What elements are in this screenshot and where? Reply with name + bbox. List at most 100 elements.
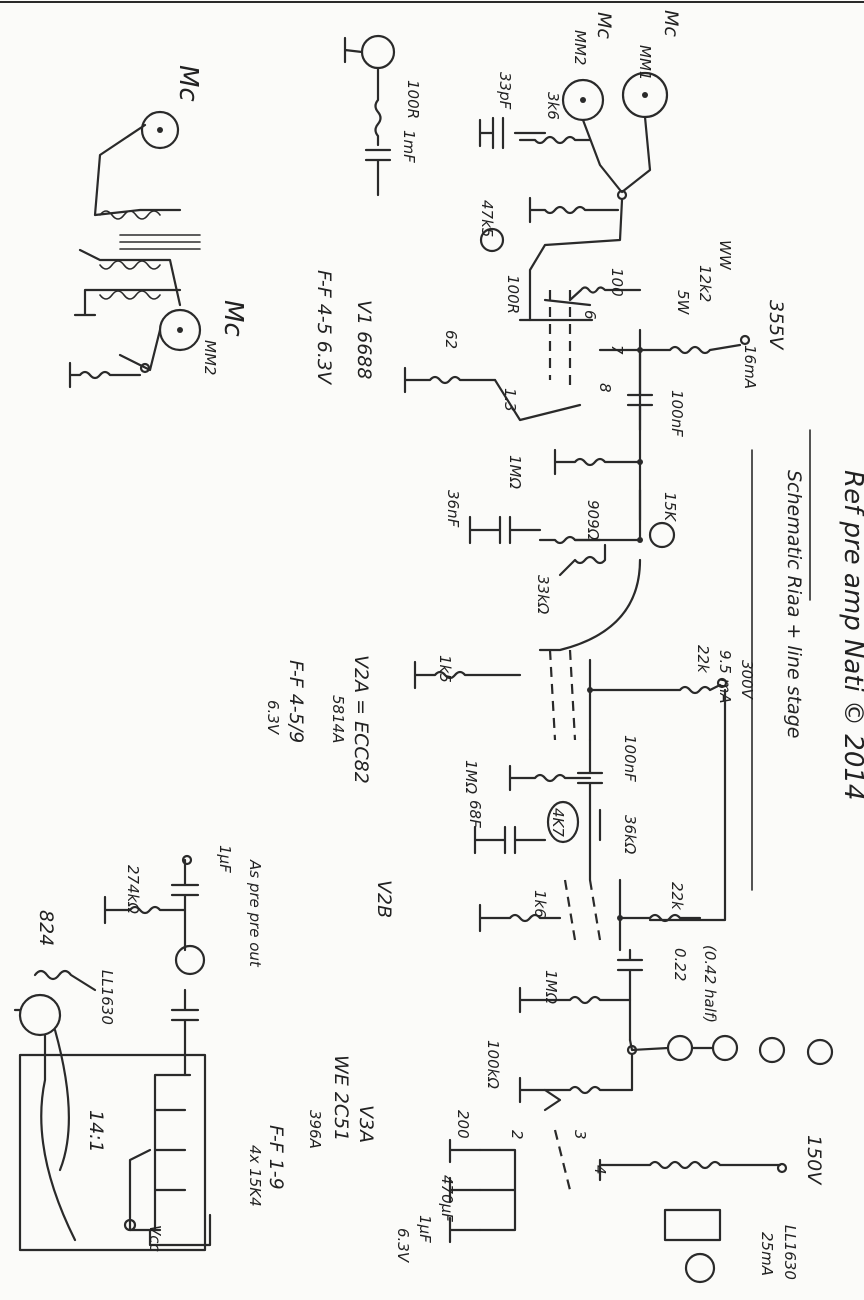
c-100nf-2 [576, 738, 604, 882]
v2a-heater-label: F-F 4-5/9 [285, 660, 307, 743]
b-plus-3 [776, 1162, 788, 1174]
ww-label: WW [716, 240, 734, 271]
r-15k-marker [648, 521, 676, 549]
c-100nf-1-label: 100nF [668, 390, 686, 437]
c-1uf-label: 1μF [416, 1215, 434, 1243]
vcc-node [123, 1218, 137, 1232]
r-22k-1-label: 22k [694, 645, 712, 674]
r-12k2-label: 12k2 [696, 265, 714, 302]
r-909 [538, 535, 602, 545]
mm-wire [581, 118, 622, 192]
r-1m-1 [553, 448, 642, 476]
r-4k7-label: 4K7 [549, 808, 567, 837]
wiper-arrow [543, 1088, 562, 1112]
r-909-label: 909Ω [584, 500, 602, 541]
v1-label: V1 6688 [353, 300, 375, 379]
r-3k6-label: 3k6 [544, 92, 562, 120]
r-in1-label: 100R [404, 80, 422, 119]
r-1k6-label: 1k6 [531, 890, 549, 918]
v3a-heater2-label: 4x 15K4 [246, 1145, 264, 1207]
pin-6-label: 6 [581, 310, 599, 320]
mm-label-2: MM1 [636, 45, 654, 80]
b2-voltage-label: 300V [738, 660, 756, 701]
pin-7-label: 7 [608, 345, 626, 355]
r-5w-label: 5W [674, 290, 692, 316]
c-36nf-label: 36nF [444, 490, 462, 528]
v2a-label: V2A = ECC82 [350, 655, 372, 784]
tx-box [18, 1053, 207, 1252]
choke-jack [684, 1252, 716, 1284]
title-line2: Schematic Riaa + line stage [783, 470, 805, 738]
b2-current-label: 9.5 mA [716, 650, 734, 704]
mc-wire [620, 115, 652, 194]
tx-ratio-label: 14:1 [85, 1110, 107, 1153]
tx-leads [40, 1028, 77, 1242]
v2a-alt-label: 5814A [329, 695, 347, 743]
b3-current-label: 25mA [758, 1232, 776, 1276]
b1-voltage-label: 355V [765, 300, 787, 351]
b1-current-label: 16mA [741, 345, 759, 389]
v3a-alt-label: 396A [306, 1110, 324, 1149]
mc-label-4: Mc [218, 300, 248, 337]
c-33pf [478, 116, 547, 150]
mc-input-jack-3 [140, 110, 180, 150]
v3a-label: V3A [355, 1105, 377, 1143]
out-jack-2 [711, 1034, 739, 1062]
v1-grid [548, 290, 572, 390]
mc-label-1: Mc [593, 12, 615, 39]
c-1uf-b-label: 1μF [216, 845, 234, 873]
choke-box [663, 1208, 722, 1242]
c-022-label: 0.22 [671, 948, 689, 981]
pin-3-label: 3 [571, 1130, 589, 1140]
r-15k-label: 15K [661, 492, 679, 522]
sut-core [119, 234, 201, 250]
choke-ll1630 [598, 1158, 782, 1182]
pin-1-3-label: 1.3 [501, 388, 519, 412]
r-33k [558, 543, 607, 577]
b3-voltage-label: 150V [803, 1135, 825, 1186]
b-plus-2 [716, 677, 728, 689]
r-33k-label: 33kΩ [534, 575, 552, 615]
output-jack-824 [18, 993, 62, 1037]
c-33pf-label: 33pF [496, 72, 514, 110]
r-4k7-marker [546, 800, 580, 844]
r-100-label: 100 [608, 268, 626, 297]
c-042-label: (0.42 half) [701, 945, 719, 1023]
v2a-grid-wire [538, 558, 642, 652]
v1-internal [518, 298, 594, 322]
out-note-label: As pre pre out [246, 859, 264, 968]
subtitle-block: Schematic Riaa + line stage [783, 470, 805, 738]
v2a-grid [548, 649, 577, 741]
c-out-2 [170, 988, 200, 1077]
v1-heater-label: F-F 4-5 6.3V [313, 270, 335, 386]
r-1k5-label: 1k5 [436, 655, 454, 683]
sut-primary [99, 210, 161, 220]
v2a-heater-v-label: 6.3V [264, 700, 282, 736]
mc-label-2: Mc [660, 10, 682, 37]
mm-label-1: MM2 [571, 30, 589, 65]
input-jack-top [360, 34, 396, 70]
b-plus-1 [739, 334, 751, 346]
r-1m-1-label: 1MΩ [506, 455, 524, 489]
out-jack-4 [806, 1038, 834, 1066]
r-3k6 [518, 135, 592, 145]
r-200-label: 200 [454, 1110, 472, 1139]
r-47k5 [528, 196, 620, 224]
vcc-label: Vcc [146, 1225, 164, 1253]
r-1m-2-label: 1MΩ [462, 760, 480, 794]
input-ground [343, 36, 364, 64]
title-line1: Ref pre amp Nati © 2014 [838, 470, 864, 800]
r-47k5-marker [479, 227, 505, 253]
r-824 [13, 969, 97, 1012]
r-62-label: 62 [442, 330, 460, 349]
r-62 [403, 366, 497, 394]
out-jack-3 [758, 1036, 786, 1064]
r-1m-3-label: 1MΩ [542, 970, 560, 1004]
v2b-label: V2B [373, 880, 395, 918]
r-1k6 [478, 903, 562, 933]
v3a-cathode-bus [478, 1148, 517, 1232]
r-824-label: 824 [35, 910, 57, 946]
r-100r-c-1mf [364, 66, 392, 197]
r-100 [568, 286, 642, 302]
